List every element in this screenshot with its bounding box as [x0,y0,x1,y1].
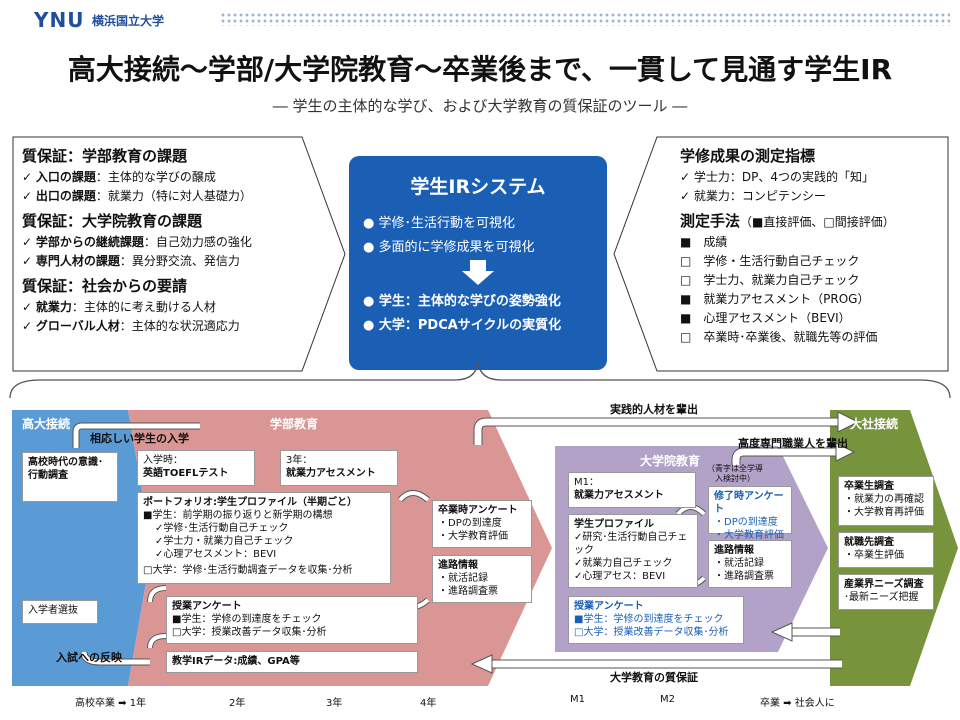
blue-note: （青字は全学導入検討中） [707,464,763,483]
qa-item: ✓ 就業力：主体的に考え動ける人材 [22,300,216,314]
student-ir-system-box: 学生IRシステム ● 学修･生活行動を可視化 ● 多面的に学修成果を可視化 ● … [349,156,607,370]
toefl-box: 入学時：英語TOEFLテスト [137,450,255,486]
student-ir-system-title: 学生IRシステム [410,176,546,198]
header-dot-pattern [220,12,950,26]
brace-connector [9,361,951,399]
entry-arrow-fill [73,423,200,448]
grad-profile-box: 学生プロファイル ✓研究･生活行動自己チェック ✓就業力自己チェック ✓心理アセ… [568,514,698,588]
qa-item: ✓ 専門人材の課題：異分野交流、発信力 [22,254,240,268]
daigakuin-stage-title: 大学院教育 [640,454,701,468]
method-item: ■ 就業力アセスメント（PROG） [680,292,870,306]
qa-item: ✓ 入口の課題：主体的な学びの醸成 [22,170,216,184]
top-arrow-1-fill [474,418,840,445]
timeline-tick: M2 [660,694,675,705]
highschool-survey-box: 高校時代の意識･行動調査 [22,452,118,502]
method-item: □ 学士力、就業力自己チェック [680,273,860,287]
ir-bullet: ● 学修･生活行動を可視化 [363,216,515,231]
learning-outcomes-box: 学修成果の測定指標 ✓ 学士力：DP、4つの実践的「知」 ✓ 就業力：コンピテン… [612,136,949,372]
qa-item: ✓ 学部からの継続課題：自己効力感の強化 [22,235,252,249]
ir-bullet: ● 学生：主体的な学びの姿勢強化 [363,294,561,309]
right-box-outline [613,136,949,372]
method-item: □ 卒業時･卒業後、就職先等の評価 [680,330,878,344]
ir-bullet: ● 多面的に学修成果を可視化 [363,240,535,255]
completion-survey-box: 修了時アンケート ・DPの到達度 ・大学教育評価 [708,486,792,541]
arrow-label-exam: 入試への反映 [56,651,122,664]
assessment-3rd-year-box: 3年：就業力アセスメント [280,450,398,486]
down-arrow-icon [462,260,494,285]
timeline-tick: 2年 [229,698,246,709]
taisha-stage-title: 大社接続 [850,417,899,431]
m1-assessment-box: M1：就業力アセスメント [568,472,696,508]
exam-feedback-arrow-fill [81,651,150,665]
timeline-tick: 4年 [420,698,437,709]
gakubu-stage-title: 学部教育 [270,417,319,431]
portfolio-box: ポートフォリオ:学生プロファイル（半期ごと） ■学生：前学期の振り返りと新学期の… [137,492,391,584]
grad-class-survey-box: 授業アンケート ■学生：学修の到達度をチェック □大学：授業改善データ収集･分析 [568,596,744,644]
qa-item: ✓ 出口の課題：就業力（特に対人基礎力） [22,189,252,203]
quality-assurance-box: 質保証：学部教育の課題 ✓ 入口の課題：主体的な学びの醸成 ✓ 出口の課題：就業… [12,136,347,372]
outcome-item: ✓ 就業力：コンピテンシー [680,189,826,203]
class-survey-box: 授業アンケート ■学生：学修の到達度をチェック □大学：授業改善データ収集･分析 [166,596,418,644]
qa-item: ✓ グローバル人材：主体的な状況適応力 [22,319,240,333]
page-title: 高大接続～学部/大学院教育～卒業後まで、一貫して見通す学生IR [67,53,893,86]
arrow-label-practical: 実践的人材を輩出 [610,403,698,416]
logo-ynu: YNU [34,8,85,32]
qa-graduate-title: 質保証：大学院教育の課題 [22,212,203,230]
arrow-label-entry: 相応しい学生の入学 [90,432,189,445]
kyomu-ir-data-box: 教学IRデータ:成績、GPA等 [166,651,418,673]
timeline-tick: 高校卒業 ➡ 1年 [75,698,147,709]
method-item: ■ 成績 [680,235,728,249]
grad-career-info-box: 進路情報 ・就活記録 ・進路調査票 [708,540,792,588]
graduation-survey-box: 卒業時アンケート ・DPの到達度 ・大学教育評価 [432,500,532,548]
arrow-label-professional: 高度専門職業人を輩出 [738,437,848,450]
koudai-stage-title: 高大接続 [22,417,71,431]
methods-title: 測定手法（■直接評価、□間接評価） [680,212,895,230]
outcome-indicators-title: 学修成果の測定指標 [680,147,816,165]
ir-bullet: ● 大学：PDCAサイクルの実質化 [363,318,562,333]
timeline-tick: 卒業 ➡ 社会人に [760,698,835,709]
method-item: ■ 心理アセスメント（BEVI） [680,311,851,325]
page-subtitle: ― 学生の主体的な学び、および大学教育の質保証のツール ― [272,97,688,115]
outcome-item: ✓ 学士力：DP、4つの実践的「知」 [680,170,874,184]
logo-university-name: 横浜国立大学 [92,14,165,28]
qa-society-title: 質保証：社会からの要請 [22,277,188,295]
career-info-box: 進路情報 ・就活記録 ・進路調査票 [432,555,532,603]
top-arrow-2-fill [732,448,838,465]
timeline-tick: M1 [570,694,585,705]
timeline-tick: 3年 [326,698,343,709]
admission-selection-box: 入学者選抜 [22,600,98,624]
alumni-survey-box: 卒業生調査 ・就業力の再確認 ・大学教育再評価 [838,476,934,526]
employer-survey-box: 就職先調査 ・卒業生評価 [838,532,934,568]
qa-undergrad-title: 質保証：学部教育の課題 [22,147,188,165]
method-item: □ 学修・生活行動自己チェック [680,254,860,268]
industry-needs-box: 産業界ニーズ調査 ･最新ニーズ把握 [838,574,934,610]
left-box-outline [12,136,346,372]
arrow-label-quality: 大学教育の質保証 [610,671,698,684]
